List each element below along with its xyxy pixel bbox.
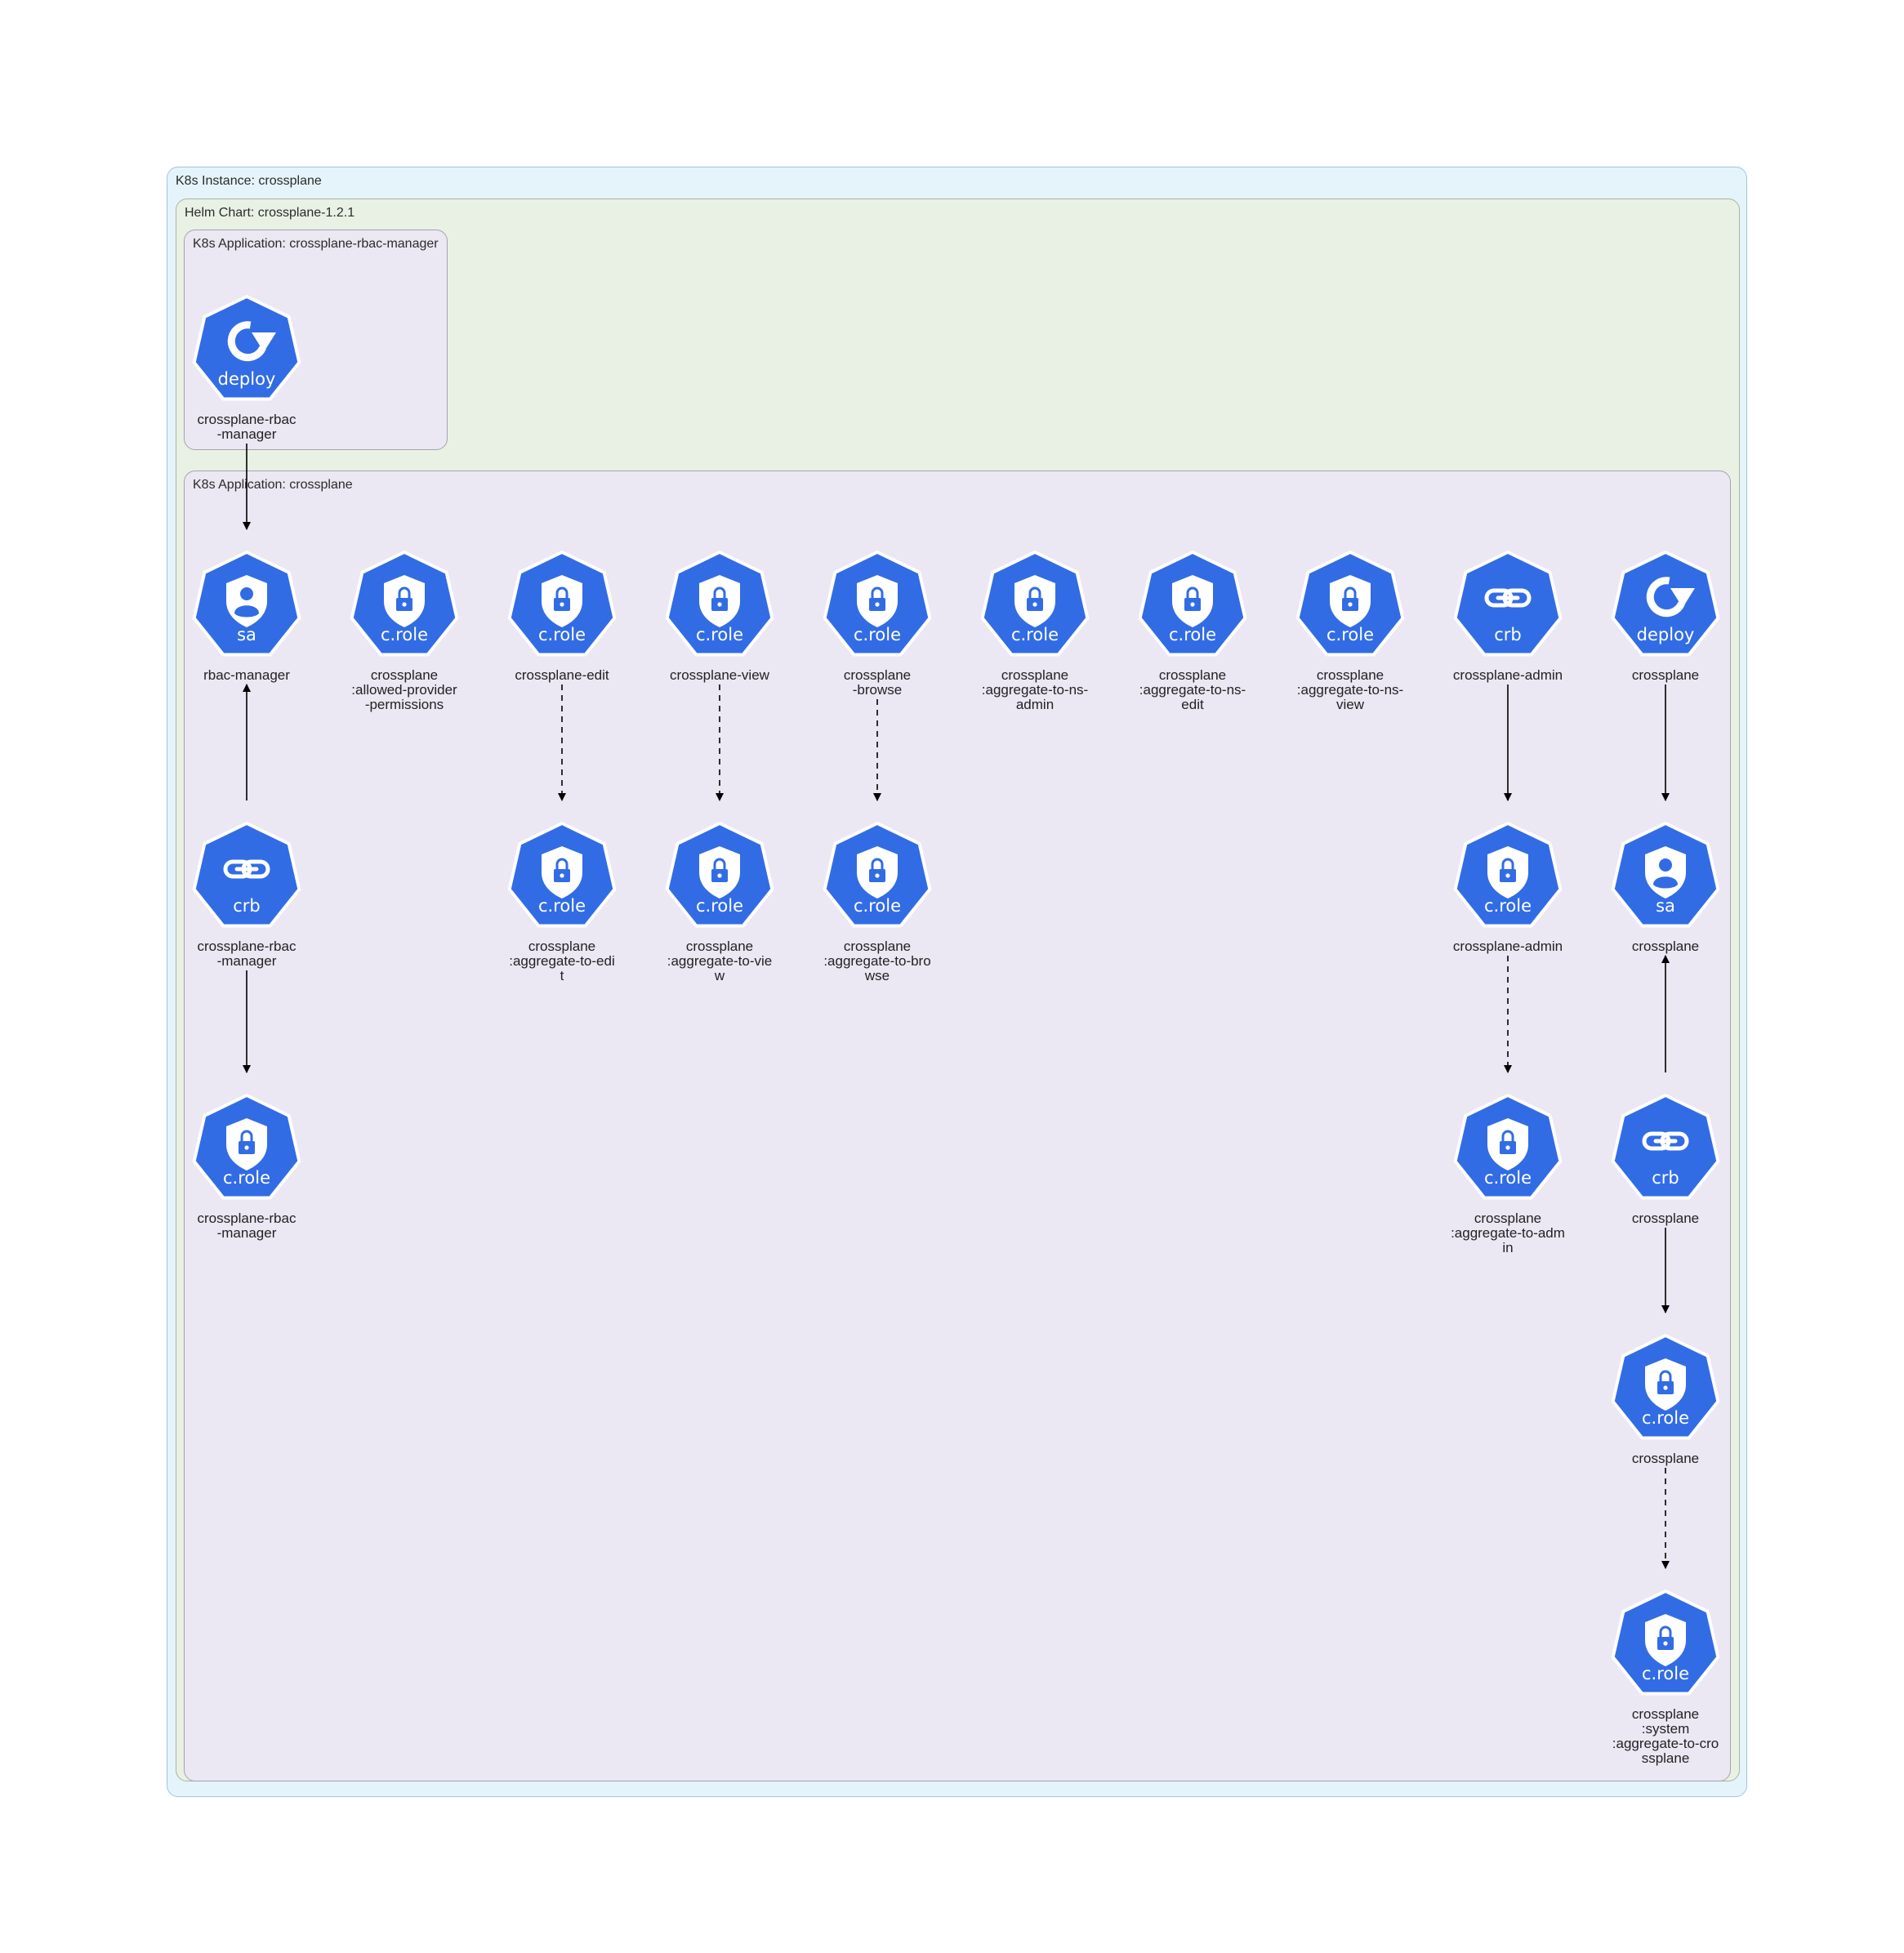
node-kind-label: c.role: [538, 625, 586, 644]
service-account-icon: sa: [192, 551, 301, 657]
cluster-role-icon: c.role: [1611, 1590, 1720, 1696]
cluster-role-binding-icon: crb: [1611, 1094, 1720, 1200]
node-sa-rbac[interactable]: sa rbac-manager: [173, 549, 320, 683]
node-label: crossplane :aggregate-to-bro wse: [823, 939, 931, 983]
cluster-role-icon: c.role: [1453, 822, 1563, 928]
node-label: crossplane :system :aggregate-to-cro ssp…: [1612, 1706, 1719, 1766]
cluster-role-icon: c.role: [980, 551, 1090, 657]
node-kind-label: c.role: [1327, 625, 1374, 644]
node-cr-admin[interactable]: c.role crossplane-admin: [1434, 820, 1581, 954]
node-kind-label: sa: [1656, 896, 1675, 916]
node-cr-allowed[interactable]: c.role crossplane :allowed-provider -perm…: [331, 549, 478, 712]
node-cr-ns-edit[interactable]: c.role crossplane :aggregate-to-ns- edit: [1119, 549, 1266, 712]
node-label: crossplane :aggregate-to-ns- admin: [981, 667, 1089, 712]
node-kind-label: deploy: [218, 369, 276, 389]
node-label: crossplane -browse: [843, 667, 912, 698]
node-label: crossplane-admin: [1452, 667, 1563, 683]
node-label: crossplane :aggregate-to-adm in: [1451, 1211, 1565, 1255]
node-label: crossplane: [1631, 939, 1700, 954]
cluster-role-icon: c.role: [1611, 1334, 1720, 1440]
node-kind-label: c.role: [1642, 1664, 1689, 1683]
deployment-icon: deploy: [1611, 551, 1720, 657]
node-kind-label: c.role: [854, 625, 901, 644]
node-kind-label: c.role: [696, 896, 743, 916]
node-cr-edit[interactable]: c.role crossplane-edit: [488, 549, 635, 683]
cluster-role-icon: c.role: [507, 822, 617, 928]
node-label: crossplane-rbac -manager: [197, 412, 297, 442]
cluster-role-binding-icon: crb: [1453, 551, 1563, 657]
node-kind-label: c.role: [854, 896, 901, 916]
node-label: crossplane-rbac -manager: [197, 1211, 297, 1241]
node-label: crossplane :allowed-provider -permission…: [351, 667, 457, 712]
cluster-role-binding-icon: crb: [192, 822, 301, 928]
node-cr-cp[interactable]: c.role crossplane: [1592, 1332, 1739, 1466]
node-cr-agg-admin[interactable]: c.role crossplane :aggregate-to-adm in: [1434, 1092, 1581, 1255]
node-kind-label: c.role: [1169, 625, 1216, 644]
cluster-role-icon: c.role: [665, 551, 774, 657]
cluster-role-icon: c.role: [507, 551, 617, 657]
node-kind-label: c.role: [696, 625, 743, 644]
node-kind-label: crb: [1652, 1168, 1679, 1188]
node-label: crossplane-admin: [1452, 939, 1563, 954]
node-label: crossplane: [1631, 1211, 1700, 1226]
node-crb-admin[interactable]: crb crossplane-admin: [1434, 549, 1581, 683]
cluster-role-icon: c.role: [665, 822, 774, 928]
node-cr-view[interactable]: c.role crossplane-view: [646, 549, 793, 683]
node-cr-system[interactable]: c.role crossplane :system :aggregate-to-c…: [1592, 1588, 1739, 1766]
node-cr-rbac[interactable]: c.role crossplane-rbac -manager: [173, 1092, 320, 1241]
node-cr-agg-edit[interactable]: c.role crossplane :aggregate-to-edi t: [488, 820, 635, 983]
node-label: crossplane: [1631, 1451, 1700, 1466]
node-label: crossplane :aggregate-to-edi t: [509, 939, 615, 983]
node-cr-agg-view[interactable]: c.role crossplane :aggregate-to-vie w: [646, 820, 793, 983]
node-kind-label: c.role: [1484, 896, 1532, 916]
node-kind-label: c.role: [223, 1168, 270, 1188]
node-kind-label: sa: [237, 625, 256, 644]
node-crb-cp[interactable]: crb crossplane: [1592, 1092, 1739, 1226]
node-label: crossplane :aggregate-to-vie w: [667, 939, 773, 983]
cluster-role-icon: c.role: [1453, 1094, 1563, 1200]
node-kind-label: c.role: [1011, 625, 1059, 644]
node-kind-label: deploy: [1637, 625, 1695, 644]
node-label: crossplane-view: [670, 667, 769, 683]
node-crb-rbac[interactable]: crb crossplane-rbac -manager: [173, 820, 320, 969]
service-account-icon: sa: [1611, 822, 1720, 928]
cluster-role-icon: c.role: [1295, 551, 1405, 657]
node-deploy-rbac[interactable]: deploy crossplane-rbac -manager: [173, 293, 320, 442]
cluster-role-icon: c.role: [192, 1094, 301, 1200]
node-cr-ns-admin[interactable]: c.role crossplane :aggregate-to-ns- admin: [961, 549, 1108, 712]
node-kind-label: c.role: [1484, 1168, 1532, 1188]
deployment-icon: deploy: [192, 295, 301, 401]
node-kind-label: c.role: [1642, 1408, 1689, 1428]
cluster-title-helm: Helm Chart: crossplane-1.2.1: [185, 206, 355, 220]
node-kind-label: c.role: [538, 896, 586, 916]
cluster-role-icon: c.role: [350, 551, 459, 657]
node-label: crossplane :aggregate-to-ns- edit: [1139, 667, 1246, 712]
cluster-title-instance: K8s Instance: crossplane: [176, 174, 322, 188]
cluster-title-app-main: K8s Application: crossplane: [193, 478, 353, 492]
node-kind-label: c.role: [381, 625, 428, 644]
cluster-role-icon: c.role: [823, 822, 932, 928]
node-cr-agg-browse[interactable]: c.role crossplane :aggregate-to-bro wse: [804, 820, 951, 983]
node-sa-cp[interactable]: sa crossplane: [1592, 820, 1739, 954]
node-label: crossplane-rbac -manager: [197, 939, 297, 969]
node-deploy-cp[interactable]: deploy crossplane: [1592, 549, 1739, 683]
node-label: crossplane-edit: [515, 667, 609, 683]
node-label: rbac-manager: [203, 667, 290, 683]
cluster-role-icon: c.role: [1138, 551, 1247, 657]
cluster-title-app-rbac: K8s Application: crossplane-rbac-manager: [193, 237, 439, 251]
node-label: crossplane :aggregate-to-ns- view: [1296, 667, 1404, 712]
node-kind-label: crb: [233, 896, 261, 916]
cluster-role-icon: c.role: [823, 551, 932, 657]
node-kind-label: crb: [1494, 625, 1522, 644]
node-cr-ns-view[interactable]: c.role crossplane :aggregate-to-ns- view: [1277, 549, 1424, 712]
node-label: crossplane: [1631, 667, 1700, 683]
node-cr-browse[interactable]: c.role crossplane -browse: [804, 549, 951, 698]
